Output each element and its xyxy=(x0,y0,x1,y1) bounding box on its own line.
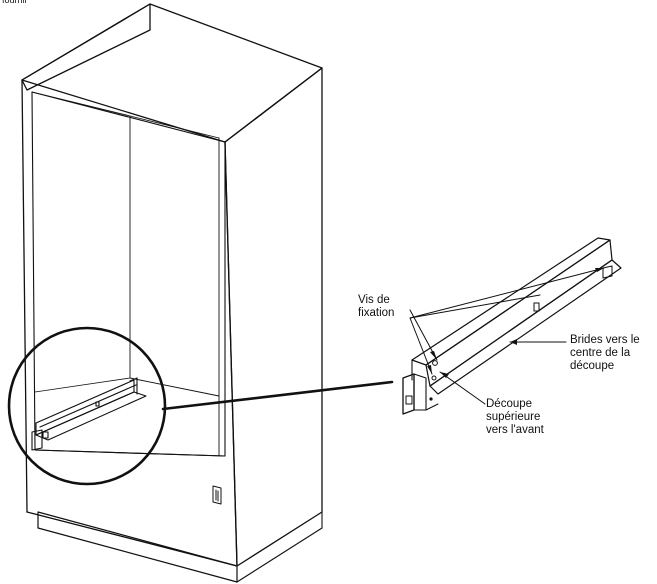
circle-rail xyxy=(31,377,147,451)
arrowheads xyxy=(427,268,604,378)
top-fragment-line: fournir xyxy=(2,0,28,5)
label-line: supérieure xyxy=(486,411,541,423)
cabinet-right-side xyxy=(224,67,323,567)
label-line: fixation xyxy=(358,307,395,319)
label-line: découpe xyxy=(570,360,615,372)
leader-lines xyxy=(409,267,605,405)
connector-line xyxy=(161,380,394,411)
cabinet-left-side xyxy=(21,3,151,91)
cabinet-opening xyxy=(31,91,226,457)
cabinet-right-rail xyxy=(212,485,222,505)
label-line: vers l'avant xyxy=(486,424,544,436)
cabinet xyxy=(21,3,323,583)
detail-circle xyxy=(7,326,167,486)
top-fragment-text: fournir xyxy=(2,0,28,7)
label-line: Brides vers le xyxy=(570,334,640,346)
label-line: Vis de xyxy=(358,294,390,306)
label-vis-de-fixation: Vis de fixation xyxy=(358,294,394,320)
label-line: Découpe xyxy=(486,398,533,410)
rail-bottom-flange xyxy=(429,259,622,395)
label-decoupe: Découpe supérieure vers l'avant xyxy=(486,398,544,437)
label-line: centre de la xyxy=(570,347,631,359)
rail-cutout xyxy=(533,302,540,312)
cabinet-top xyxy=(21,3,323,143)
magnifier-circle xyxy=(7,326,167,486)
screw-icon xyxy=(429,360,438,401)
label-brides: Brides vers le centre de la découpe xyxy=(570,334,640,373)
detail-rail xyxy=(402,237,622,415)
